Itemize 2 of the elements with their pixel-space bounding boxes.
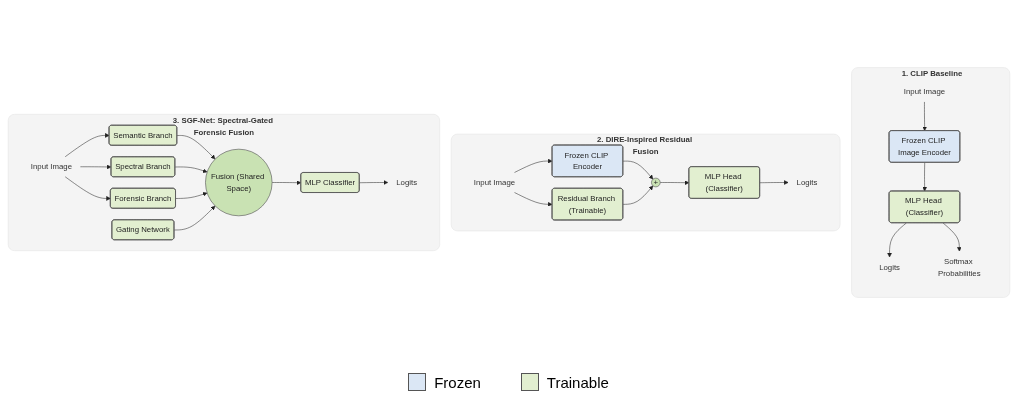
legend-label: Trainable bbox=[546, 373, 609, 391]
legend-label: Frozen bbox=[434, 373, 481, 391]
